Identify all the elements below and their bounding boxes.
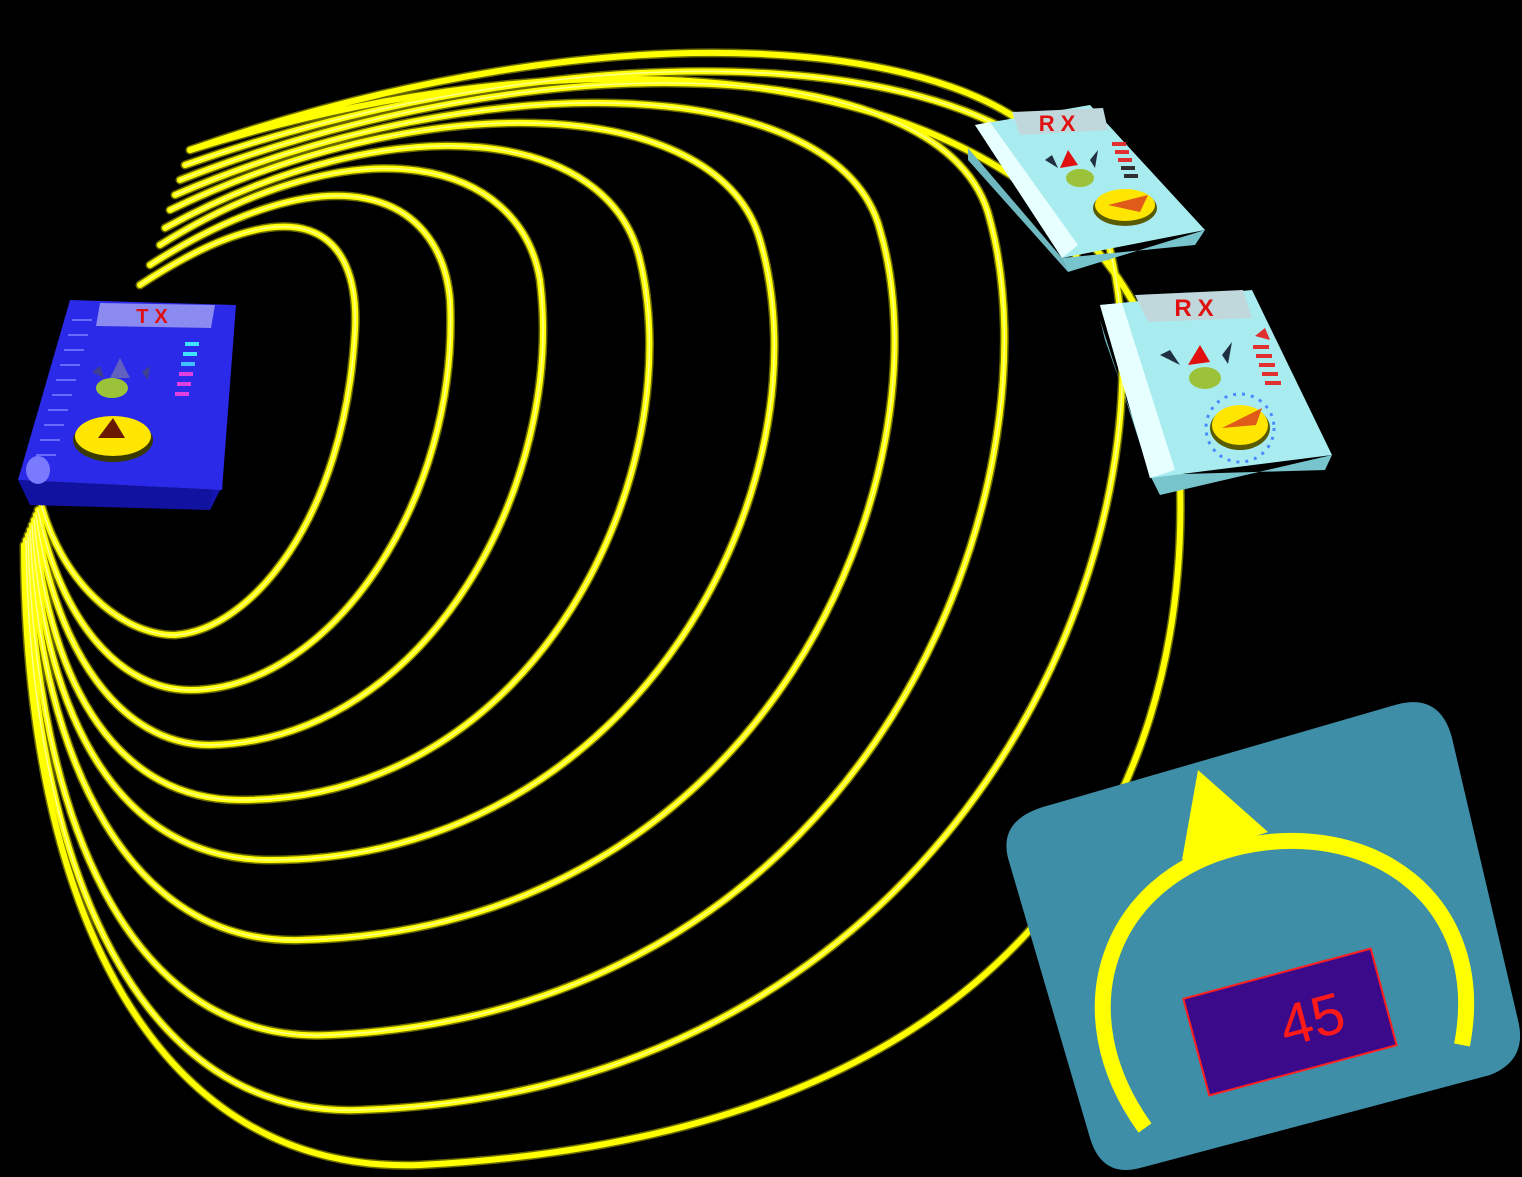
- status-led-icon: [1066, 169, 1094, 187]
- receiver-device-2: RX: [1100, 290, 1332, 495]
- meter-display: [1182, 947, 1398, 1097]
- transmitter-device: TX: [18, 300, 236, 510]
- rx-knob-icon: [1093, 189, 1157, 226]
- level-bars-icon: [175, 342, 199, 396]
- indicator-arrows-icon: [92, 358, 150, 380]
- cable-loops: [19, 48, 1185, 1170]
- receiver-device-1: RX: [968, 105, 1205, 272]
- power-meter: 45: [1006, 702, 1521, 1170]
- indicator-arrows-icon: [1160, 342, 1232, 365]
- meter-panel: [1006, 702, 1521, 1170]
- level-bars-icon: [1253, 328, 1281, 385]
- status-led-icon: [1189, 367, 1221, 389]
- indicator-arrows-icon: [1045, 150, 1098, 168]
- rx-knob-icon: [1204, 392, 1276, 464]
- tx-knob-icon: [73, 416, 153, 462]
- transmitter-body: [18, 300, 236, 490]
- meter-needle-icon: [1182, 770, 1268, 860]
- transmitter-label: TX: [136, 306, 174, 328]
- level-bars-icon: [1112, 142, 1138, 178]
- receiver-1-label: RX: [1039, 111, 1082, 136]
- status-led-icon: [96, 378, 128, 398]
- receiver-2-label: RX: [1174, 295, 1219, 322]
- meter-arc: [1094, 832, 1475, 1133]
